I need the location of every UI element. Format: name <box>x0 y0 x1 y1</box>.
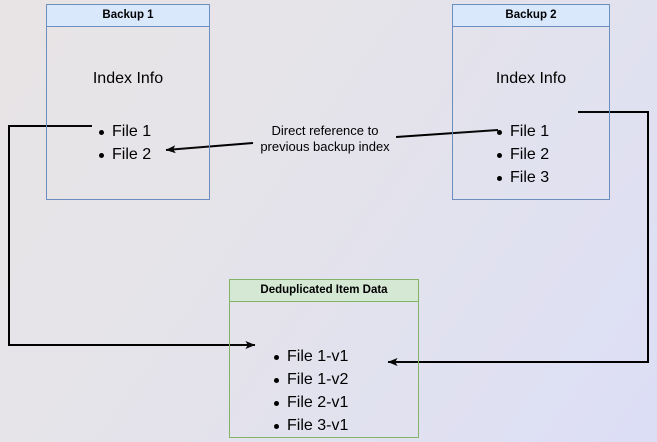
edge-label-line-1: Direct reference to <box>271 123 379 138</box>
dedup-file-list: File 1-v1 File 1-v2 File 2-v1 File 3-v1 <box>272 345 348 437</box>
list-item: File 1-v2 <box>272 368 348 391</box>
edge-label-line-2: previous backup index <box>260 139 390 154</box>
node-backup-1-body: Index Info File 1 File 2 <box>47 27 209 199</box>
node-backup-2-header: Backup 2 <box>453 5 609 27</box>
backup-2-file-list: File 1 File 2 File 3 <box>495 120 549 189</box>
node-dedup-header: Deduplicated Item Data <box>230 280 418 302</box>
list-item: File 1-v1 <box>272 345 348 368</box>
node-dedup-body: File 1-v1 File 1-v2 File 2-v1 File 3-v1 <box>230 302 418 437</box>
list-item: File 1 <box>97 120 151 143</box>
backup-2-index-info-label: Index Info <box>495 70 567 87</box>
list-item: File 1 <box>495 120 549 143</box>
node-backup-2[interactable]: Backup 2 Index Info File 1 File 2 File 3 <box>452 4 610 200</box>
node-backup-1[interactable]: Backup 1 Index Info File 1 File 2 <box>46 4 210 200</box>
node-backup-2-body: Index Info File 1 File 2 File 3 <box>453 27 609 199</box>
list-item: File 3 <box>495 166 549 189</box>
list-item: File 2 <box>97 143 151 166</box>
edge-label-direct-reference: Direct reference to previous backup inde… <box>251 123 399 155</box>
backup-1-file-list: File 1 File 2 <box>97 120 151 166</box>
list-item: File 2 <box>495 143 549 166</box>
node-backup-1-header: Backup 1 <box>47 5 209 27</box>
backup-1-index-info-label: Index Info <box>92 70 164 87</box>
list-item: File 3-v1 <box>272 414 348 437</box>
node-deduplicated-item-data[interactable]: Deduplicated Item Data File 1-v1 File 1-… <box>229 279 419 438</box>
list-item: File 2-v1 <box>272 391 348 414</box>
